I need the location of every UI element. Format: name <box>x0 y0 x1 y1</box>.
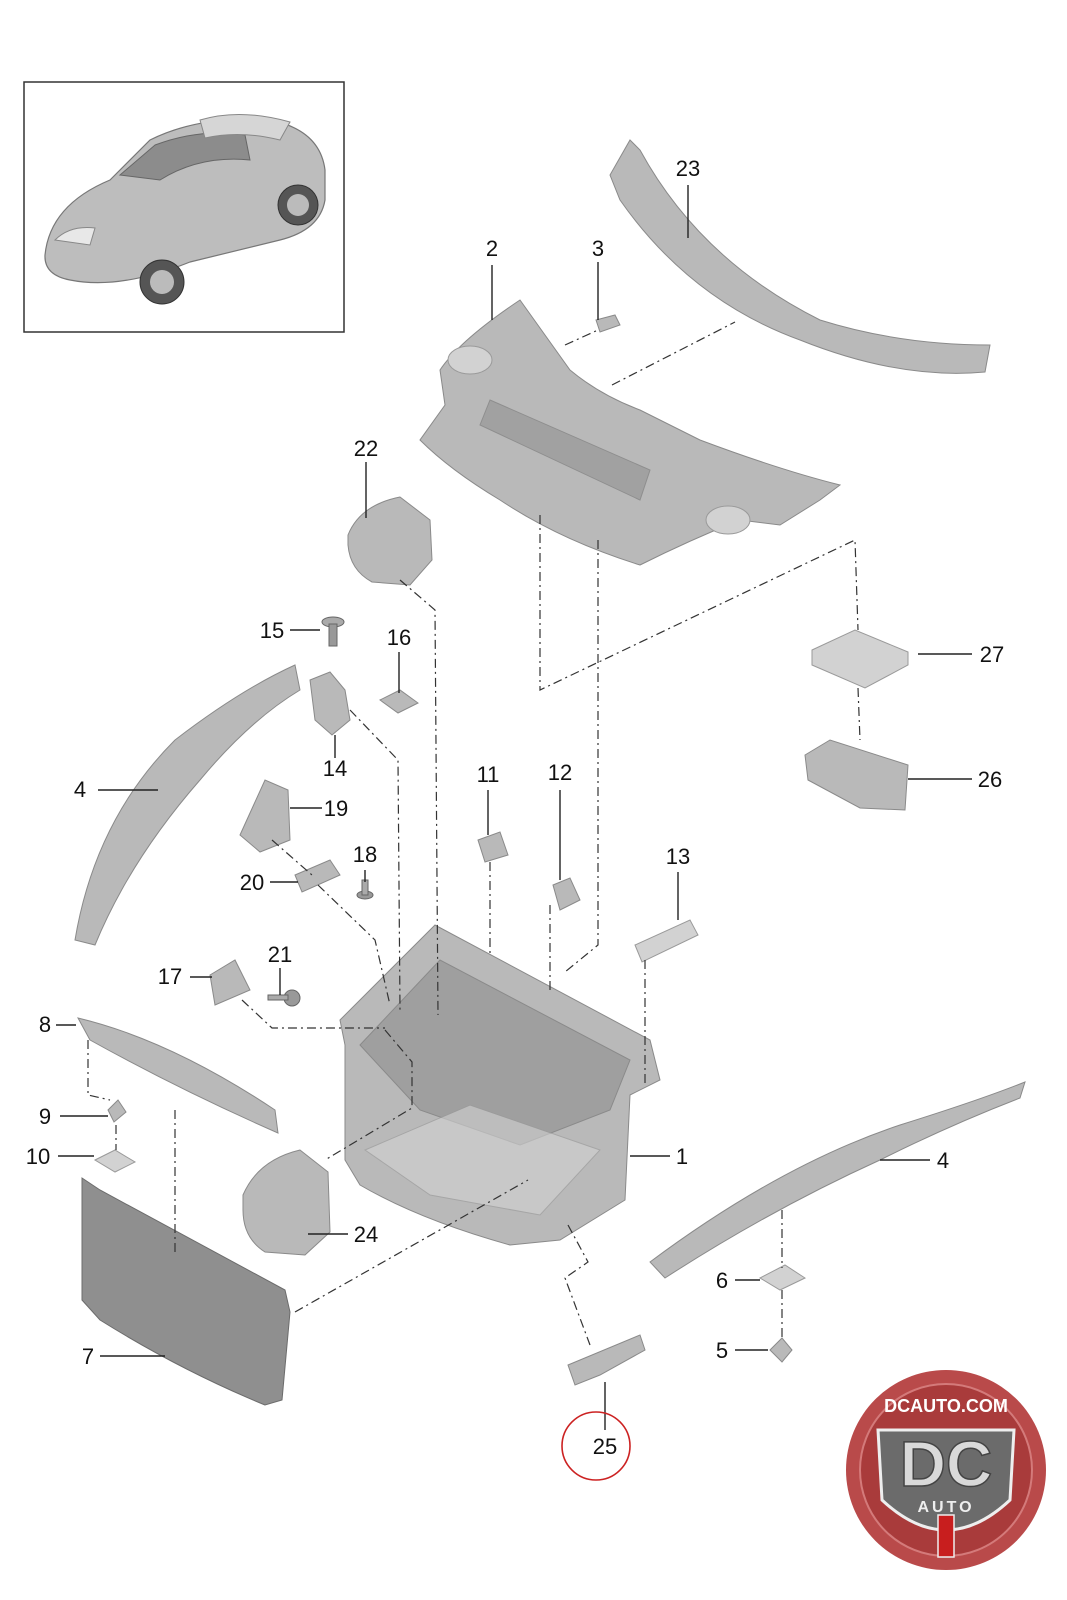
part-24-cover <box>242 1149 331 1256</box>
callout-16[interactable]: 16 <box>387 625 411 650</box>
callout-6[interactable]: 6 <box>716 1268 728 1293</box>
leader-lines <box>56 185 972 1430</box>
callout-20[interactable]: 20 <box>240 870 264 895</box>
part-15-screw <box>321 616 345 647</box>
part-27-module <box>811 629 909 689</box>
part-23-strip <box>609 139 991 374</box>
part-16-plate <box>379 689 419 714</box>
callout-5[interactable]: 5 <box>716 1338 728 1363</box>
callout-17[interactable]: 17 <box>158 964 182 989</box>
callout-23[interactable]: 23 <box>676 156 700 181</box>
part-12-clip <box>552 877 581 911</box>
part-5-clip <box>769 1337 793 1363</box>
callout-22[interactable]: 22 <box>354 436 378 461</box>
part-6-plate <box>758 1264 807 1291</box>
callout-24[interactable]: 24 <box>354 1222 378 1247</box>
part-13-frame <box>634 919 699 963</box>
dcauto-logo: DCAUTO.COM DC AUTO <box>846 1370 1046 1570</box>
callout-12[interactable]: 12 <box>548 760 572 785</box>
vehicle-inset <box>23 81 345 333</box>
callout-9[interactable]: 9 <box>39 1104 51 1129</box>
callout-11[interactable]: 11 <box>477 762 500 787</box>
part-10-plate <box>93 1149 137 1173</box>
callout-10[interactable]: 10 <box>26 1144 50 1169</box>
part-2-panel <box>419 299 842 566</box>
part-4-left-trim <box>74 664 301 946</box>
logo-url: DCAUTO.COM <box>884 1396 1008 1416</box>
part-17-hook <box>209 959 251 1006</box>
callout-4-left[interactable]: 4 <box>74 777 86 802</box>
part-22-cover <box>347 496 433 586</box>
part-9-clip <box>107 1099 127 1123</box>
callout-21[interactable]: 21 <box>268 942 292 967</box>
part-19-bracket <box>239 779 291 853</box>
part-20-clip <box>294 859 341 893</box>
logo-sub: AUTO <box>917 1499 974 1516</box>
callout-labels: 23 2 3 22 15 16 27 14 4 26 19 11 12 18 1… <box>26 156 1004 1481</box>
callout-3[interactable]: 3 <box>592 236 604 261</box>
part-7-panel <box>81 1177 291 1406</box>
part-4-right-trim <box>649 1081 1026 1279</box>
part-25-bracket <box>567 1334 646 1386</box>
callout-19[interactable]: 19 <box>324 796 348 821</box>
part-11-clip <box>477 831 509 863</box>
part-1-trunk-tub <box>339 924 661 1246</box>
car-illustration <box>44 114 326 305</box>
callout-13[interactable]: 13 <box>666 844 690 869</box>
part-26-tray <box>804 739 909 811</box>
part-14-bracket <box>309 671 351 736</box>
callout-4-right[interactable]: 4 <box>937 1148 949 1173</box>
assembly-lines <box>87 321 861 1346</box>
callout-8[interactable]: 8 <box>39 1012 51 1037</box>
callout-18[interactable]: 18 <box>353 842 377 867</box>
logo-mark: DC <box>900 1428 992 1500</box>
callout-15[interactable]: 15 <box>260 618 284 643</box>
callout-26[interactable]: 26 <box>978 767 1002 792</box>
callout-2[interactable]: 2 <box>486 236 498 261</box>
callout-14[interactable]: 14 <box>323 756 347 781</box>
callout-27[interactable]: 27 <box>980 642 1004 667</box>
part-3-clip <box>595 314 621 333</box>
part-21-screw <box>267 989 301 1007</box>
callout-7[interactable]: 7 <box>82 1344 94 1369</box>
part-8-strip <box>77 1017 279 1134</box>
part-18-bolt <box>356 879 374 900</box>
callout-25-highlight-ring <box>561 1411 631 1481</box>
callout-1[interactable]: 1 <box>676 1144 688 1169</box>
callout-25[interactable]: 25 <box>593 1434 617 1459</box>
